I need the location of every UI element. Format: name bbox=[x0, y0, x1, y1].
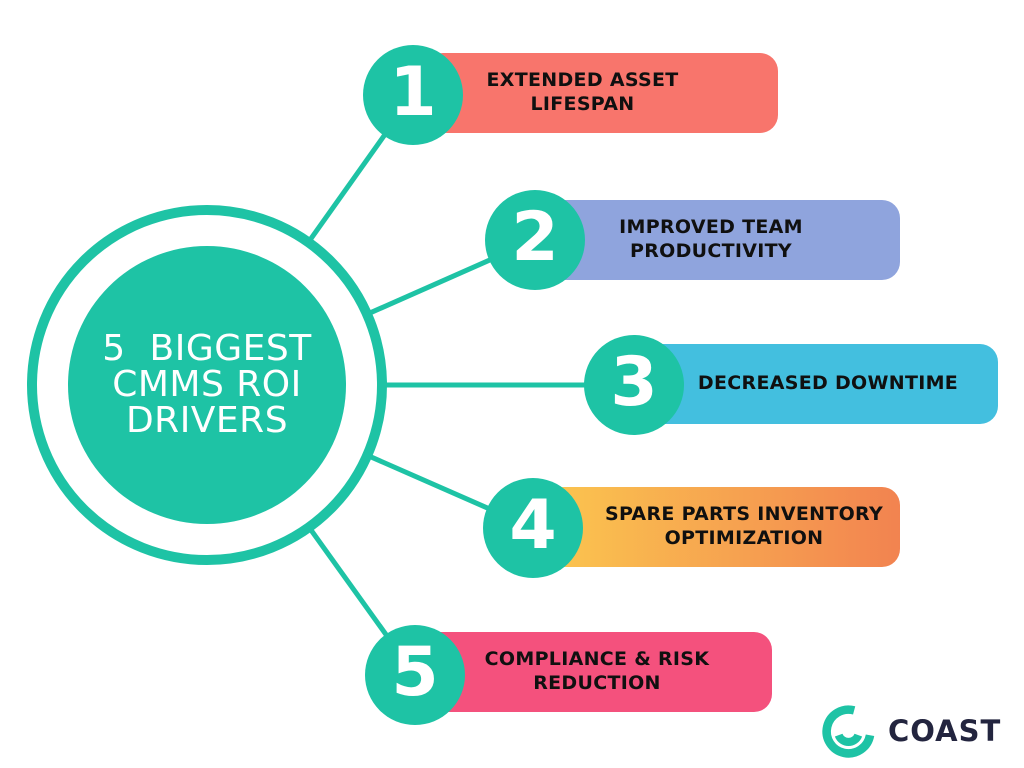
central-circle-fill: 5 BIGGEST CMMS ROI DRIVERS bbox=[68, 246, 346, 524]
driver-bar-3 bbox=[645, 344, 998, 424]
driver-label-4: SPARE PARTS INVENTORY OPTIMIZATION bbox=[604, 503, 884, 549]
driver-number-circle-1: 1 bbox=[363, 45, 463, 145]
title-line-3: DRIVERS bbox=[125, 400, 289, 441]
driver-number-5: 5 bbox=[391, 633, 439, 712]
driver-bar-1 bbox=[425, 53, 778, 133]
coast-smile-icon bbox=[822, 704, 875, 758]
driver-number-circle-2: 2 bbox=[485, 190, 585, 290]
central-circle: 5 BIGGEST CMMS ROI DRIVERS bbox=[27, 205, 387, 565]
title-line-1: 5 BIGGEST bbox=[102, 328, 312, 369]
driver-bar-2 bbox=[545, 200, 900, 280]
page-title: 5 BIGGEST CMMS ROI DRIVERS bbox=[102, 331, 312, 439]
driver-bar-4 bbox=[545, 487, 900, 567]
driver-bar-5 bbox=[420, 632, 772, 712]
driver-label-1: EXTENDED ASSET LIFESPAN bbox=[486, 69, 679, 115]
title-line-2: CMMS ROI bbox=[112, 364, 302, 405]
driver-label-2: IMPROVED TEAM PRODUCTIVITY bbox=[619, 216, 803, 262]
driver-number-4: 4 bbox=[509, 486, 557, 565]
driver-number-1: 1 bbox=[389, 53, 437, 132]
driver-label-5: COMPLIANCE & RISK REDUCTION bbox=[484, 648, 710, 694]
coast-logo-text: COAST bbox=[888, 714, 1002, 748]
coast-logo: COAST bbox=[820, 700, 1001, 762]
driver-label-3: DECREASED DOWNTIME bbox=[697, 372, 959, 395]
driver-number-circle-3: 3 bbox=[584, 335, 684, 435]
driver-number-circle-5: 5 bbox=[365, 625, 465, 725]
driver-number-2: 2 bbox=[511, 198, 559, 277]
driver-number-circle-4: 4 bbox=[483, 478, 583, 578]
driver-number-3: 3 bbox=[610, 343, 658, 422]
